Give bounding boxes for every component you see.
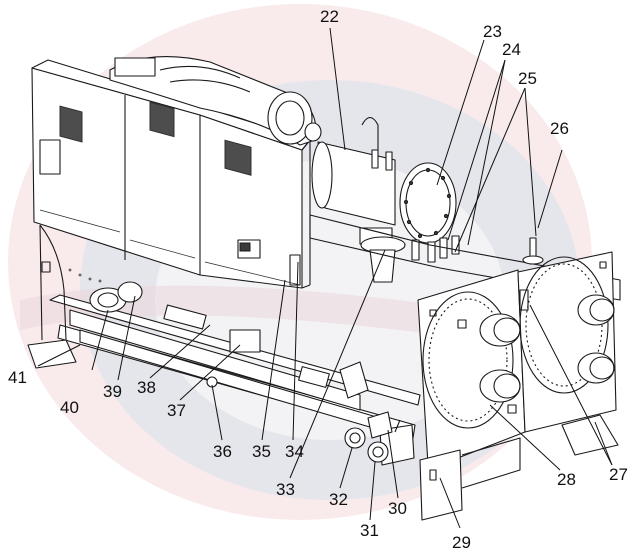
discharge-pipe (311, 116, 406, 283)
callout-32: 32 (329, 490, 348, 509)
leader-lines (37, 27, 613, 529)
control-cabinet (31, 59, 311, 289)
callout-31: 31 (360, 521, 379, 540)
callout-24: 24 (502, 40, 521, 59)
callout-22: 22 (320, 7, 339, 26)
callout-40: 40 (60, 398, 79, 417)
compressor-motor (109, 56, 322, 146)
vent-louvers (59, 101, 252, 176)
callout-33: 33 (276, 480, 295, 499)
callout-27: 27 (609, 465, 628, 484)
callout-36: 36 (213, 442, 232, 461)
callout-29: 29 (452, 533, 471, 552)
callout-25: 25 (518, 69, 537, 88)
water-box-left (417, 269, 526, 521)
callout-labels: 22 23 24 25 26 27 28 29 30 31 32 33 34 3… (8, 7, 628, 552)
callout-41: 41 (8, 368, 27, 387)
callout-30: 30 (388, 499, 407, 518)
callout-39: 39 (103, 382, 122, 401)
water-box-right (517, 251, 619, 456)
callout-26: 26 (550, 119, 569, 138)
callout-37: 37 (167, 401, 186, 420)
callout-23: 23 (483, 22, 502, 41)
shell-body (309, 214, 621, 301)
evaporator-piping (69, 281, 401, 463)
callout-38: 38 (137, 378, 156, 397)
callout-28: 28 (557, 470, 576, 489)
callout-35: 35 (252, 442, 271, 461)
callout-34: 34 (285, 442, 304, 461)
